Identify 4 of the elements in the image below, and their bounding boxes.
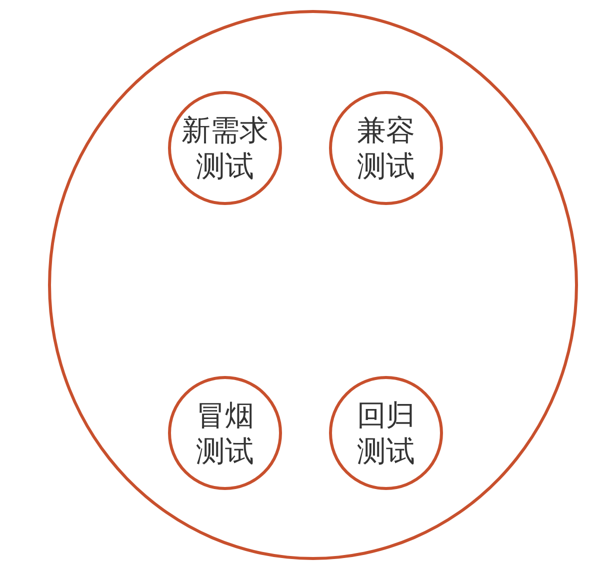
test-type-circle: 回归测试 <box>329 376 443 490</box>
test-type-circle: 新需求测试 <box>168 91 282 205</box>
test-type-circle: 冒烟测试 <box>168 376 282 490</box>
test-type-circle: 兼容测试 <box>329 91 443 205</box>
